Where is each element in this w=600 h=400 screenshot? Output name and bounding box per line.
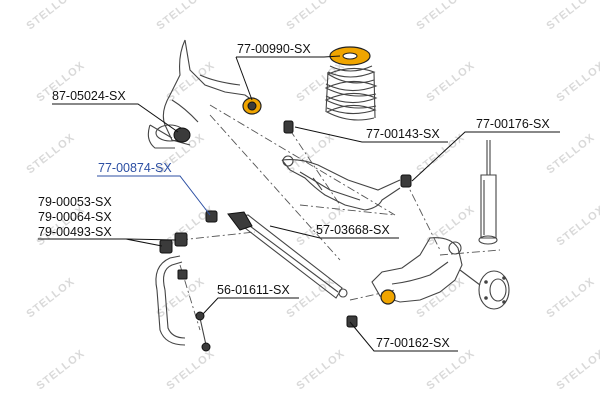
- watermark-text: STELLOX: [164, 59, 217, 104]
- watermark-text: STELLOX: [284, 131, 337, 176]
- shock-absorber: [478, 140, 498, 245]
- watermark-text: STELLOX: [284, 0, 337, 32]
- stabilizer-link: [195, 311, 211, 352]
- watermark-text: STELLOX: [544, 131, 597, 176]
- watermark-text: STELLOX: [424, 59, 477, 104]
- watermark-text: STELLOX: [24, 131, 77, 176]
- stabilizer-bushing-c: [177, 269, 188, 280]
- label-56-01611: 56-01611-SX: [217, 283, 290, 297]
- label-77-00162: 77-00162-SX: [376, 336, 450, 350]
- label-79-00053: 79-00053-SX: [38, 195, 112, 209]
- label-77-00990: 77-00990-SX: [237, 42, 311, 56]
- upper-control-arm: [281, 120, 412, 211]
- coil-spring: [324, 46, 378, 121]
- watermark-text: STELLOX: [554, 203, 600, 248]
- watermark-text: STELLOX: [414, 0, 467, 32]
- label-79-00493: 79-00493-SX: [38, 225, 112, 239]
- watermark-text: STELLOX: [154, 0, 207, 32]
- knuckle-bushing: [380, 289, 396, 305]
- lateral-link-arm: [227, 211, 348, 299]
- label-77-00874: 77-00874-SX: [98, 161, 172, 175]
- watermark-text: STELLOX: [554, 59, 600, 104]
- label-79-00064: 79-00064-SX: [38, 210, 112, 224]
- watermark-text: STELLOX: [34, 347, 87, 392]
- wheel-knuckle-hub: [371, 237, 510, 310]
- watermark-text: STELLOX: [424, 347, 477, 392]
- label-77-00143: 77-00143-SX: [366, 127, 440, 141]
- watermark-text: STELLOX: [164, 347, 217, 392]
- stabilizer-bushing-b: [174, 232, 188, 247]
- watermark-text: STELLOX: [294, 59, 347, 104]
- watermark-text: STELLOX: [554, 347, 600, 392]
- watermark-text: STELLOX: [294, 347, 347, 392]
- assembly-centerlines: [179, 104, 501, 331]
- watermark-text: STELLOX: [24, 0, 77, 32]
- watermark-text: STELLOX: [414, 275, 467, 320]
- part-labels: 77-00990-SX 87-05024-SX 77-00143-SX 77-0…: [38, 42, 550, 350]
- leader-lines: [38, 55, 560, 352]
- bushing-77-00143: [283, 120, 294, 134]
- label-87-05024: 87-05024-SX: [52, 89, 126, 103]
- bushing-77-00176: [400, 174, 412, 188]
- label-57-03668: 57-03668-SX: [316, 223, 390, 237]
- watermark-text: STELLOX: [24, 275, 77, 320]
- bushing-77-00162: [346, 315, 358, 328]
- watermark-text: STELLOX: [544, 275, 597, 320]
- label-77-00176: 77-00176-SX: [476, 117, 550, 131]
- stabilizer-bar: [155, 232, 188, 346]
- subframe-bushing: [173, 127, 191, 143]
- watermark-text: STELLOX: [544, 0, 597, 32]
- stabilizer-bushing-a: [159, 239, 173, 254]
